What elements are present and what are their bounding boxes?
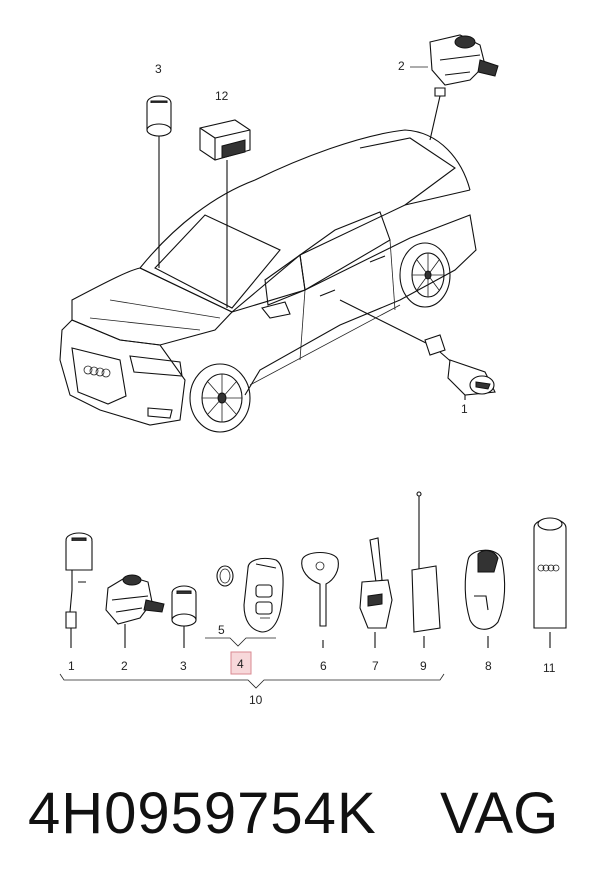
label-8: 8 [485,659,492,673]
audi-rings-icon [537,564,560,572]
part-3-lock-cylinder-top [146,95,172,268]
part-9-transponder [411,491,441,648]
part-8-key-cover [464,549,506,648]
label-5: 5 [218,623,225,637]
audi-rings-icon [83,365,111,378]
part-11-container [533,517,567,648]
brand-name: VAG [440,781,559,846]
part-1-door-lock-top [339,299,496,400]
part-number: 4H0959754K [28,781,377,846]
label-6: 6 [320,659,327,673]
part-4-key-fob [243,557,284,633]
part-2-ignition-switch [105,574,165,648]
label-2-top: 2 [398,59,405,73]
part-6-emergency-key [301,551,339,648]
label-3: 3 [180,659,187,673]
label-4: 4 [237,657,244,671]
group-bracket [59,673,445,689]
part-7-flip-key [359,537,393,648]
label-7: 7 [372,659,379,673]
rear-wheel-icon [399,242,451,308]
part-1-door-lock [65,532,93,648]
part-12-control-module [199,119,251,308]
label-12: 12 [215,89,229,103]
label-11: 11 [543,661,556,675]
label-3-top: 3 [155,62,162,76]
label-1-top: 1 [461,402,468,416]
label-10: 10 [249,693,263,707]
label-1: 1 [68,659,75,673]
label-2: 2 [121,659,128,673]
label-4-highlight [230,651,252,675]
car-illustration [59,129,477,433]
label-9: 9 [420,659,427,673]
part-3-lock-cylinder [171,585,197,648]
front-wheel-icon [189,363,251,433]
part-5-o-ring [216,565,234,587]
part-2-ignition-switch-top [429,34,499,141]
